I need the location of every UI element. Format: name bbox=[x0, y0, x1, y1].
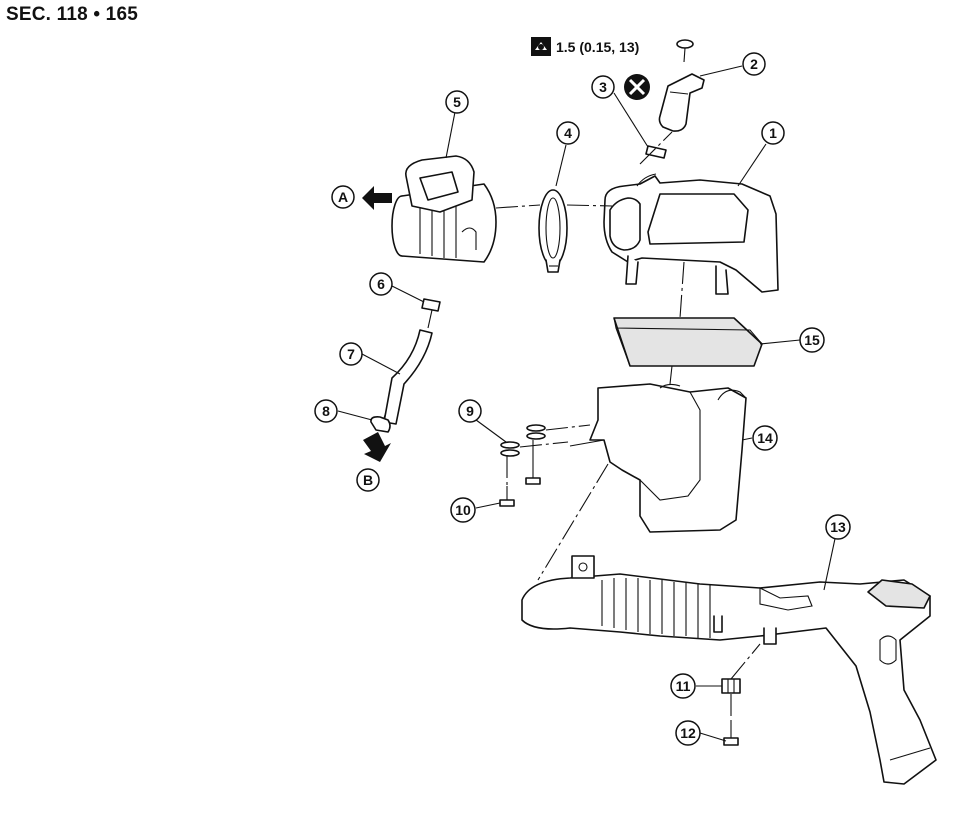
breather-hose bbox=[383, 329, 433, 425]
callout-2: 2 bbox=[742, 52, 766, 76]
arrow-label-a: A bbox=[331, 185, 355, 209]
callout-13: 13 bbox=[825, 514, 851, 540]
grommet-upper bbox=[526, 424, 546, 440]
svg-text:12: 12 bbox=[680, 725, 696, 741]
svg-text:14: 14 bbox=[757, 430, 773, 446]
crossed-circle-icon bbox=[624, 74, 650, 100]
svg-text:15: 15 bbox=[804, 332, 820, 348]
callout-7: 7 bbox=[339, 342, 363, 366]
callout-8: 8 bbox=[314, 399, 338, 423]
callout-9: 9 bbox=[458, 399, 482, 423]
clamp-ring bbox=[538, 189, 568, 273]
svg-text:10: 10 bbox=[455, 502, 471, 518]
leader-lines bbox=[337, 65, 837, 742]
intake-air-temperature-sensor bbox=[658, 73, 705, 132]
callout-15: 15 bbox=[799, 327, 825, 353]
air-cleaner-filter-element bbox=[613, 317, 763, 367]
svg-text:11: 11 bbox=[676, 678, 691, 694]
svg-text:A: A bbox=[338, 189, 348, 205]
callout-5: 5 bbox=[445, 90, 469, 114]
callout-10: 10 bbox=[450, 497, 476, 523]
callout-3: 3 bbox=[591, 75, 615, 99]
bolt-lower bbox=[499, 486, 515, 507]
callout-11: 11 bbox=[670, 673, 696, 699]
mounting-bolt bbox=[723, 722, 739, 746]
bolt-upper bbox=[525, 460, 541, 485]
air-inlet-duct bbox=[521, 555, 937, 785]
callout-1: 1 bbox=[761, 121, 785, 145]
svg-text:13: 13 bbox=[830, 519, 846, 535]
svg-text:5: 5 bbox=[453, 94, 461, 110]
grommet-lower bbox=[500, 441, 520, 457]
svg-text:3: 3 bbox=[599, 79, 607, 95]
mounting-grommet bbox=[721, 678, 741, 694]
arrow-label-b: B bbox=[356, 468, 380, 492]
alignment-lines bbox=[383, 131, 761, 722]
arrow-a bbox=[362, 186, 392, 210]
arrow-b bbox=[363, 432, 391, 462]
svg-text:1: 1 bbox=[769, 125, 777, 141]
hose-connector bbox=[421, 298, 441, 312]
screw bbox=[676, 39, 694, 63]
air-cleaner-upper-case bbox=[603, 173, 779, 295]
svg-text:4: 4 bbox=[564, 125, 572, 141]
callout-14: 14 bbox=[752, 425, 778, 451]
svg-text:B: B bbox=[363, 472, 373, 488]
svg-text:6: 6 bbox=[377, 276, 385, 292]
air-cleaner-lower-case bbox=[569, 383, 747, 533]
section-title: SEC. 118 • 165 bbox=[6, 4, 138, 25]
svg-text:9: 9 bbox=[466, 403, 474, 419]
torque-value: 1.5 (0.15, 13) bbox=[556, 39, 639, 55]
o-ring bbox=[645, 145, 667, 159]
callout-12: 12 bbox=[675, 720, 701, 746]
svg-text:8: 8 bbox=[322, 403, 330, 419]
mass-air-flow-sensor bbox=[391, 155, 497, 263]
svg-text:2: 2 bbox=[750, 56, 758, 72]
svg-text:7: 7 bbox=[347, 346, 355, 362]
torque-wrench-icon bbox=[531, 37, 551, 56]
callout-4: 4 bbox=[556, 121, 580, 145]
callout-6: 6 bbox=[369, 272, 393, 296]
hose-clamp bbox=[370, 416, 391, 433]
